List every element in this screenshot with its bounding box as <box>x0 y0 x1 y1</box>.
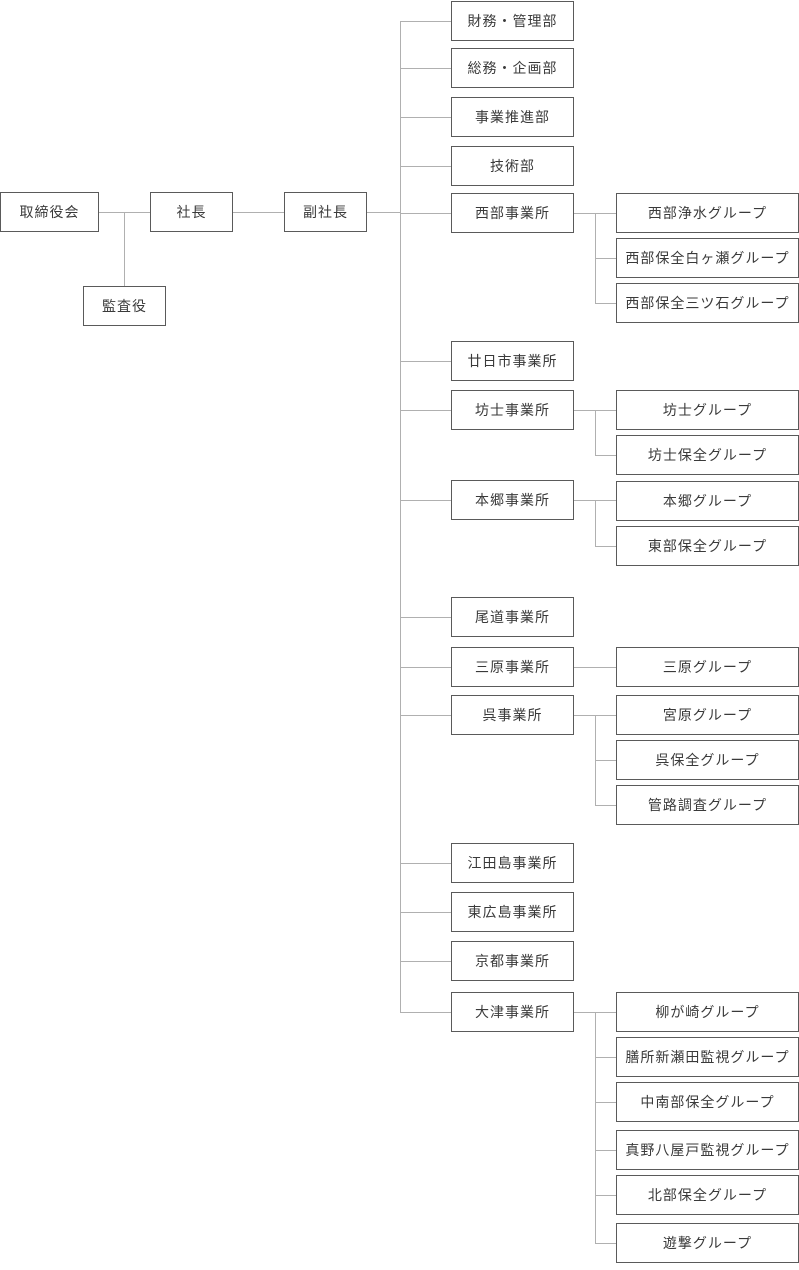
group-box: 坊士保全グループ <box>616 435 799 475</box>
unit-box: 総務・企画部 <box>451 48 574 88</box>
group-box: 西部浄水グループ <box>616 193 799 233</box>
president-box: 社長 <box>150 192 233 232</box>
unit-box: 江田島事業所 <box>451 843 574 883</box>
connector-line <box>595 1012 596 1244</box>
connector-line <box>595 455 616 456</box>
connector-line <box>232 212 285 213</box>
group-box: 柳が崎グループ <box>616 992 799 1032</box>
connector-line <box>400 410 451 411</box>
connector-line <box>595 715 596 806</box>
group-box: 中南部保全グループ <box>616 1082 799 1122</box>
group-box: 真野八屋戸監視グループ <box>616 1130 799 1170</box>
unit-box: 事業推進部 <box>451 97 574 137</box>
unit-box: 三原事業所 <box>451 647 574 687</box>
connector-line <box>595 760 616 761</box>
connector-line <box>574 715 616 716</box>
connector-line <box>595 500 596 547</box>
group-box: 管路調査グループ <box>616 785 799 825</box>
connector-line <box>400 166 451 167</box>
group-box: 遊撃グループ <box>616 1223 799 1263</box>
connector-line <box>99 212 151 213</box>
group-box: 北部保全グループ <box>616 1175 799 1215</box>
unit-box: 西部事業所 <box>451 193 574 233</box>
connector-line <box>400 863 451 864</box>
connector-line <box>595 1057 616 1058</box>
unit-box: 本郷事業所 <box>451 480 574 520</box>
connector-line <box>400 213 451 214</box>
unit-box: 呉事業所 <box>451 695 574 735</box>
group-box: 本郷グループ <box>616 481 799 521</box>
unit-box: 京都事業所 <box>451 941 574 981</box>
connector-line <box>124 212 125 287</box>
group-box: 西部保全白ヶ瀬グループ <box>616 238 799 278</box>
connector-line <box>400 961 451 962</box>
connector-line <box>595 1195 616 1196</box>
connector-line <box>595 1243 616 1244</box>
connector-line <box>574 500 616 501</box>
board-box: 取締役会 <box>0 192 99 232</box>
connector-line <box>595 805 616 806</box>
group-box: 宮原グループ <box>616 695 799 735</box>
connector-line <box>595 303 616 304</box>
connector-line <box>595 410 596 456</box>
group-box: 坊士グループ <box>616 390 799 430</box>
group-box: 膳所新瀬田監視グループ <box>616 1037 799 1077</box>
connector-line <box>574 667 616 668</box>
vice-president-box: 副社長 <box>284 192 367 232</box>
auditor-box: 監査役 <box>83 286 166 326</box>
connector-line <box>595 1102 616 1103</box>
connector-line <box>400 68 451 69</box>
connector-line <box>595 1150 616 1151</box>
connector-line <box>400 617 451 618</box>
connector-line <box>400 361 451 362</box>
connector-line <box>400 1012 451 1013</box>
unit-box: 大津事業所 <box>451 992 574 1032</box>
unit-box: 財務・管理部 <box>451 1 574 41</box>
connector-line <box>595 213 596 304</box>
connector-line <box>574 410 616 411</box>
connector-line <box>367 212 400 213</box>
connector-line <box>400 500 451 501</box>
group-box: 三原グループ <box>616 647 799 687</box>
connector-line <box>400 21 451 22</box>
connector-line <box>595 258 616 259</box>
connector-line <box>400 117 451 118</box>
connector-line <box>400 715 451 716</box>
connector-line <box>574 213 616 214</box>
unit-box: 技術部 <box>451 146 574 186</box>
unit-box: 坊士事業所 <box>451 390 574 430</box>
group-box: 東部保全グループ <box>616 526 799 566</box>
unit-box: 東広島事業所 <box>451 892 574 932</box>
connector-line <box>595 546 616 547</box>
connector-line <box>400 21 401 1013</box>
connector-line <box>400 912 451 913</box>
connector-line <box>574 1012 616 1013</box>
unit-box: 尾道事業所 <box>451 597 574 637</box>
connector-line <box>400 667 451 668</box>
group-box: 呉保全グループ <box>616 740 799 780</box>
unit-box: 廿日市事業所 <box>451 341 574 381</box>
group-box: 西部保全三ツ石グループ <box>616 283 799 323</box>
